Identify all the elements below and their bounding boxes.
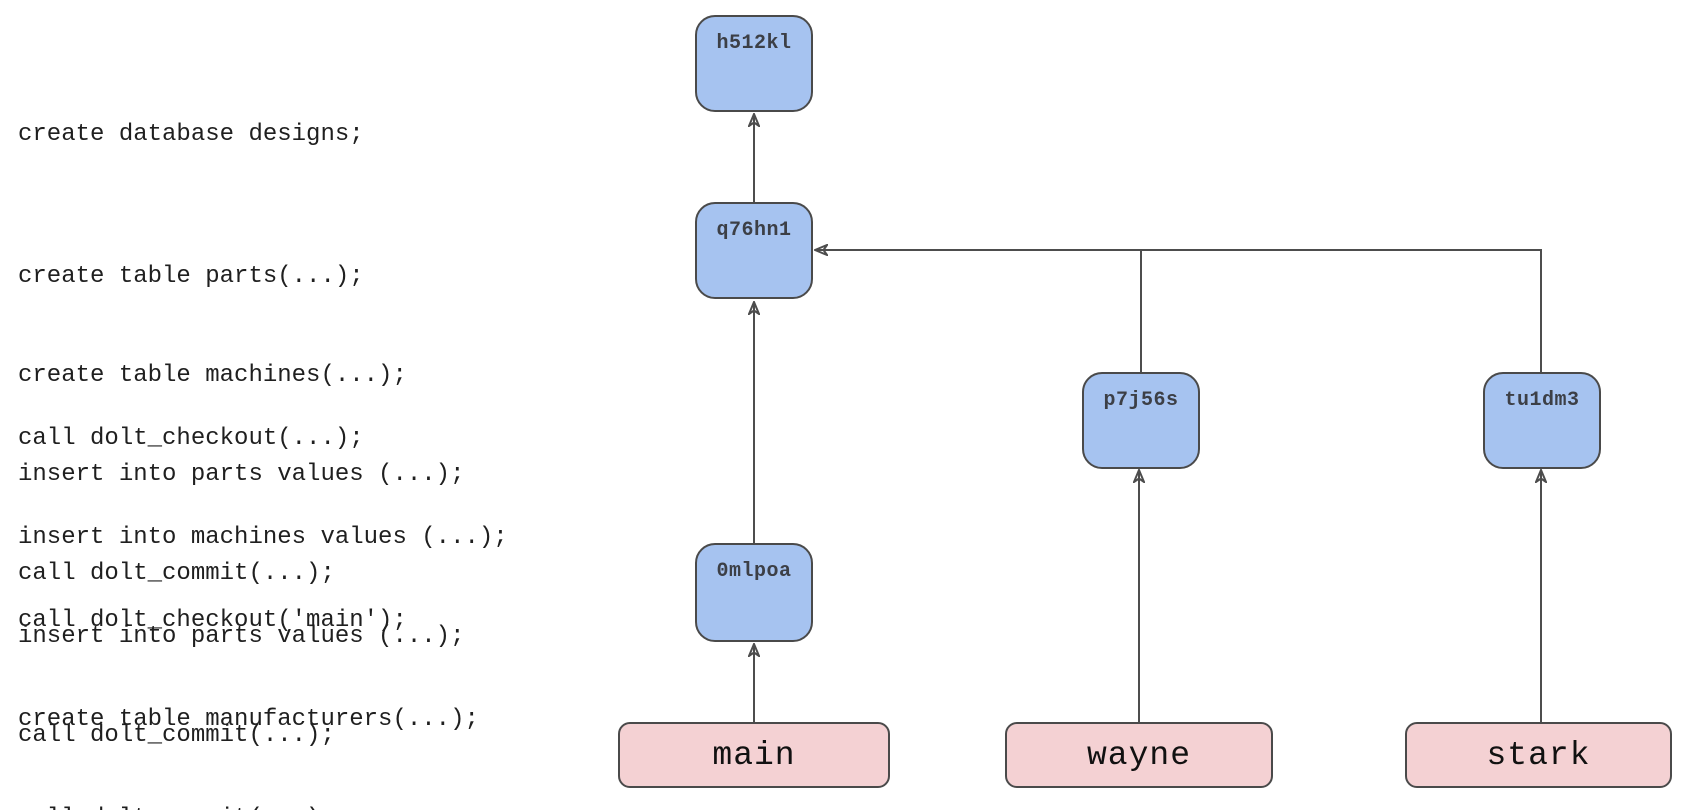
- commit-node-q76hn1: q76hn1: [695, 202, 813, 299]
- branch-label-main: main: [618, 722, 890, 788]
- sql-line: insert into parts values (...);: [18, 461, 465, 488]
- commit-node-h512kl: h512kl: [695, 15, 813, 112]
- commit-id: q76hn1: [716, 219, 792, 242]
- sql-line: call dolt_checkout(...);: [18, 425, 364, 452]
- branch-name: stark: [1486, 736, 1591, 774]
- edge-tu1dm3-to-q76hn1: [815, 250, 1542, 372]
- commit-id: p7j56s: [1103, 389, 1179, 412]
- sql-line: call dolt_commit(...);: [18, 802, 479, 810]
- branch-label-stark: stark: [1405, 722, 1672, 788]
- sql-line: create database designs;: [18, 121, 364, 148]
- branch-name: main: [712, 736, 796, 774]
- sql-block-first-commit: create table parts(...); create table ma…: [18, 194, 464, 656]
- sql-line: create table manufacturers(...);: [18, 706, 479, 733]
- sql-block-create-database: create database designs;: [18, 52, 364, 217]
- sql-line: call dolt_commit(...);: [18, 722, 335, 749]
- sql-line: call dolt_commit(...);: [18, 560, 335, 587]
- sql-line: insert into machines values (...);: [18, 524, 508, 551]
- commit-node-tu1dm3: tu1dm3: [1483, 372, 1601, 469]
- commit-id: tu1dm3: [1504, 389, 1580, 412]
- sql-block-main-commit: call dolt_checkout('main'); create table…: [18, 538, 479, 810]
- branch-name: wayne: [1086, 736, 1192, 774]
- sql-block-branch-commit: call dolt_checkout(...); insert into mac…: [18, 356, 508, 810]
- commit-node-p7j56s: p7j56s: [1082, 372, 1200, 469]
- sql-line: create table parts(...);: [18, 263, 364, 290]
- commit-node-0mlpoa: 0mlpoa: [695, 543, 813, 642]
- sql-line: create table machines(...);: [18, 362, 407, 389]
- commit-id: h512kl: [716, 32, 792, 55]
- sql-line: call dolt_checkout('main');: [18, 607, 407, 634]
- commit-id: 0mlpoa: [716, 560, 792, 583]
- sql-line: insert into parts values (...);: [18, 623, 465, 650]
- branch-label-wayne: wayne: [1005, 722, 1273, 788]
